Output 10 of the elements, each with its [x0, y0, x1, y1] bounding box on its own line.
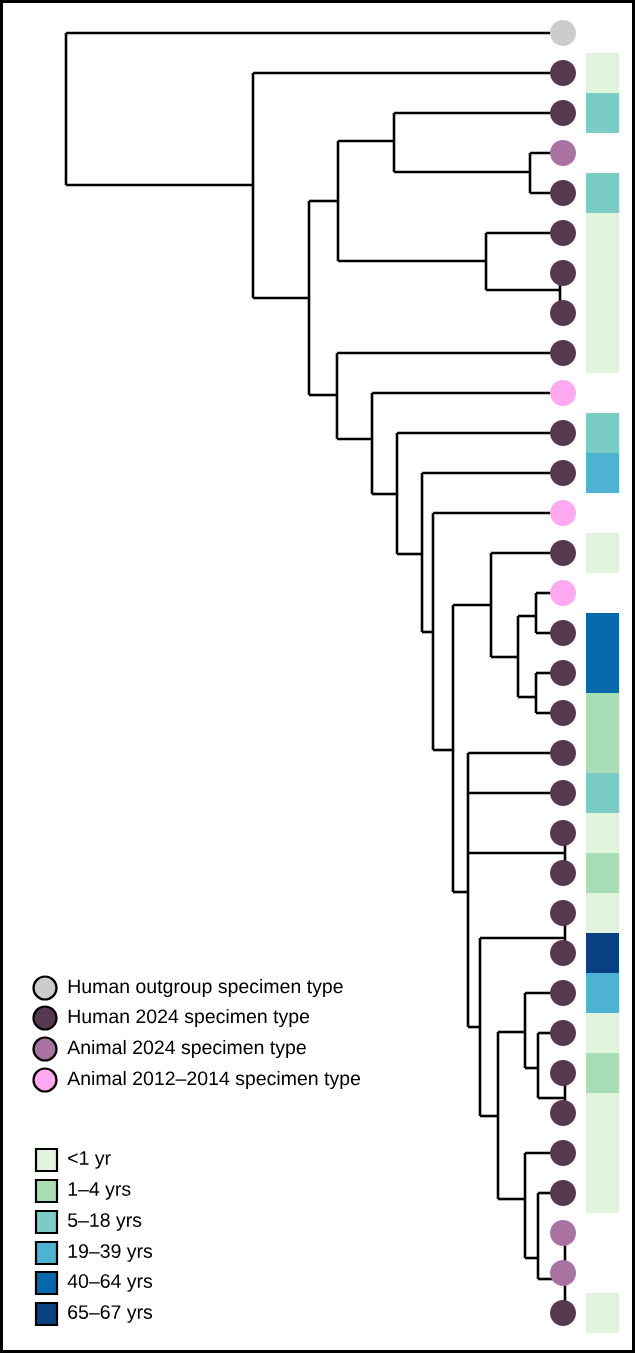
legend-label: <1 yr — [68, 1151, 111, 1169]
legend-label: Human 2024 specimen type — [68, 1008, 310, 1028]
legend-label: 65–67 yrs — [68, 1305, 153, 1323]
legend-label: 5–18 yrs — [68, 1213, 142, 1231]
legend-label: 19–39 yrs — [68, 1244, 153, 1262]
legend-label: 40–64 yrs — [67, 1274, 153, 1292]
legend-label: 1–4 yrs — [68, 1182, 131, 1200]
legend-label: Animal 2012–2014 specimen type — [67, 1070, 361, 1090]
legend-label: Animal 2024 specimen type — [67, 1039, 306, 1059]
legend-label: Human outgroup specimen type — [68, 978, 343, 998]
